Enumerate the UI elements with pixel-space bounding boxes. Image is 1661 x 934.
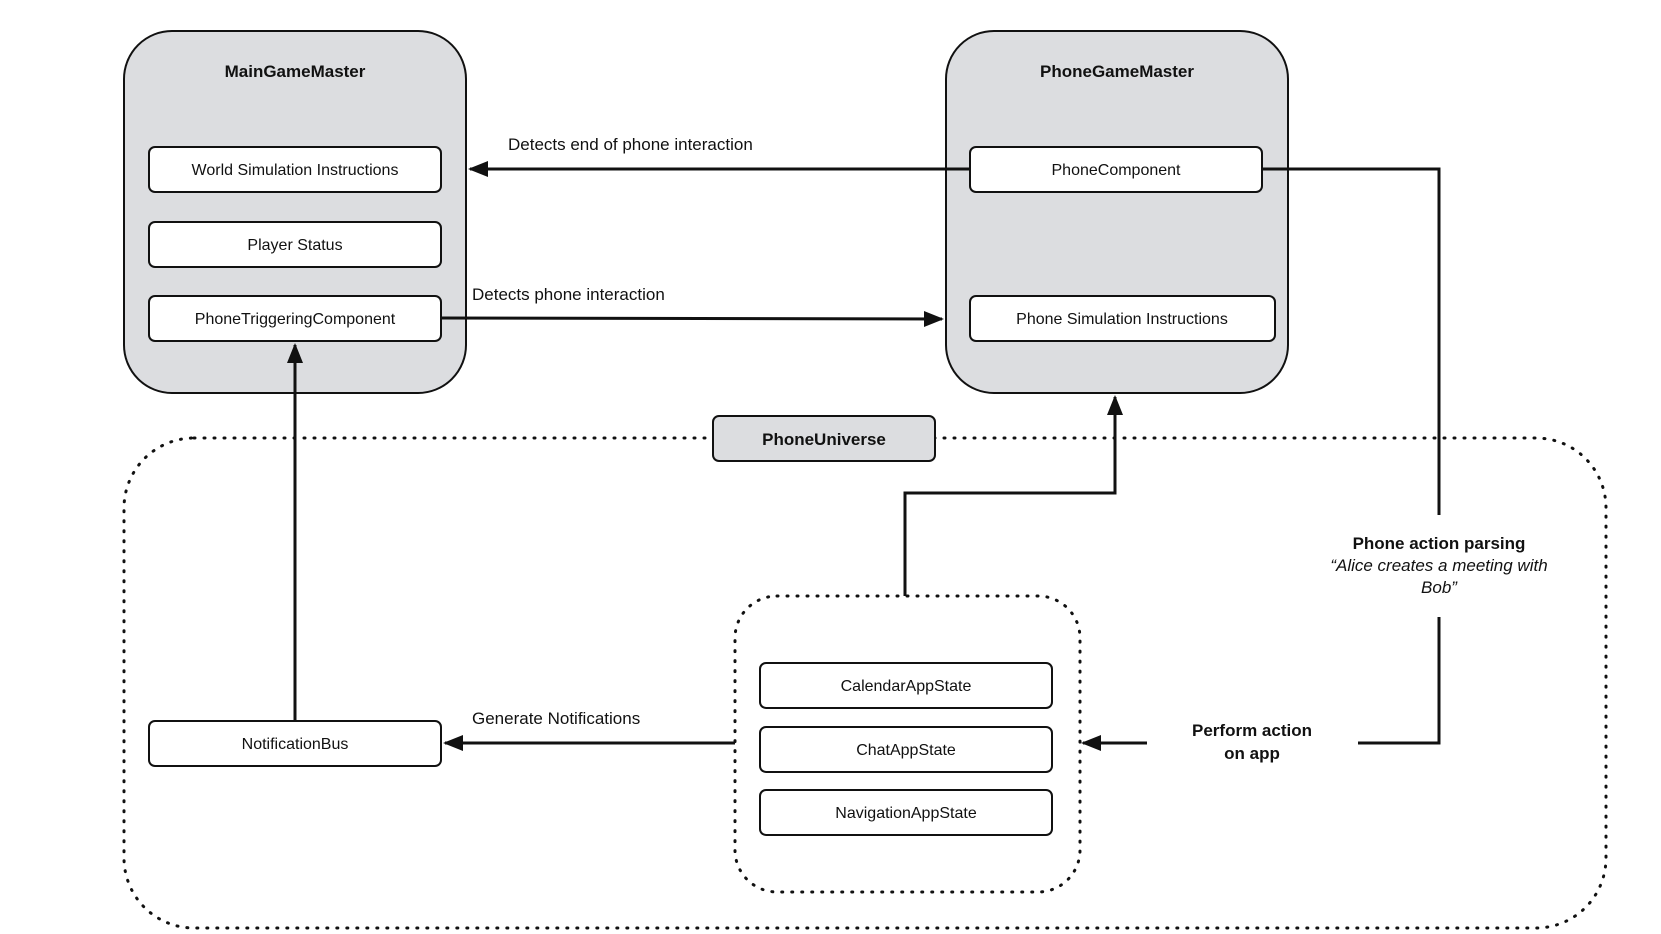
action-parsing-title: Phone action parsing	[1353, 534, 1526, 553]
generate-notifications-label: Generate Notifications	[472, 709, 640, 728]
apps-to-phone-master-arrow	[903, 395, 1123, 596]
player-status-box	[148, 221, 442, 268]
app-states-container	[733, 594, 1082, 894]
action-parsing-example-line2: Bob”	[1421, 578, 1458, 597]
end-interaction-label: Detects end of phone interaction	[508, 135, 753, 154]
player-status-label: Player Status	[247, 237, 342, 254]
phone-component-label: PhoneComponent	[1052, 162, 1182, 179]
action-parsing-example-line1: “Alice creates a meeting with	[1330, 556, 1547, 575]
parsing-to-perform-line	[1358, 617, 1441, 745]
phone-interaction-arrow	[440, 310, 944, 327]
perform-action-line2: on app	[1224, 744, 1280, 763]
phone-universe-title: PhoneUniverse	[762, 430, 886, 449]
chat-app-state-box	[759, 726, 1053, 773]
phone-triggering-component-label: PhoneTriggeringComponent	[195, 311, 396, 328]
notification-bus-label: NotificationBus	[242, 736, 349, 753]
world-simulation-instructions-box	[148, 146, 442, 193]
phone-interaction-label: Detects phone interaction	[472, 285, 665, 304]
phone-component-to-parsing-line	[1262, 167, 1441, 515]
phone-universe-tag	[712, 415, 936, 462]
world-simulation-instructions-label: World Simulation Instructions	[192, 162, 399, 179]
chat-app-state-label: ChatAppState	[856, 742, 956, 759]
phone-game-master-title: PhoneGameMaster	[1040, 62, 1194, 81]
navigation-app-state-label: NavigationAppState	[835, 805, 977, 822]
main-game-master-title: MainGameMaster	[225, 62, 366, 81]
phone-simulation-instructions-label: Phone Simulation Instructions	[1016, 311, 1228, 328]
phone-simulation-instructions-box	[969, 295, 1276, 342]
calendar-app-state-label: CalendarAppState	[841, 678, 972, 695]
calendar-app-state-box	[759, 662, 1053, 709]
navigation-app-state-box	[759, 789, 1053, 836]
perform-action-line1: Perform action	[1192, 721, 1312, 740]
